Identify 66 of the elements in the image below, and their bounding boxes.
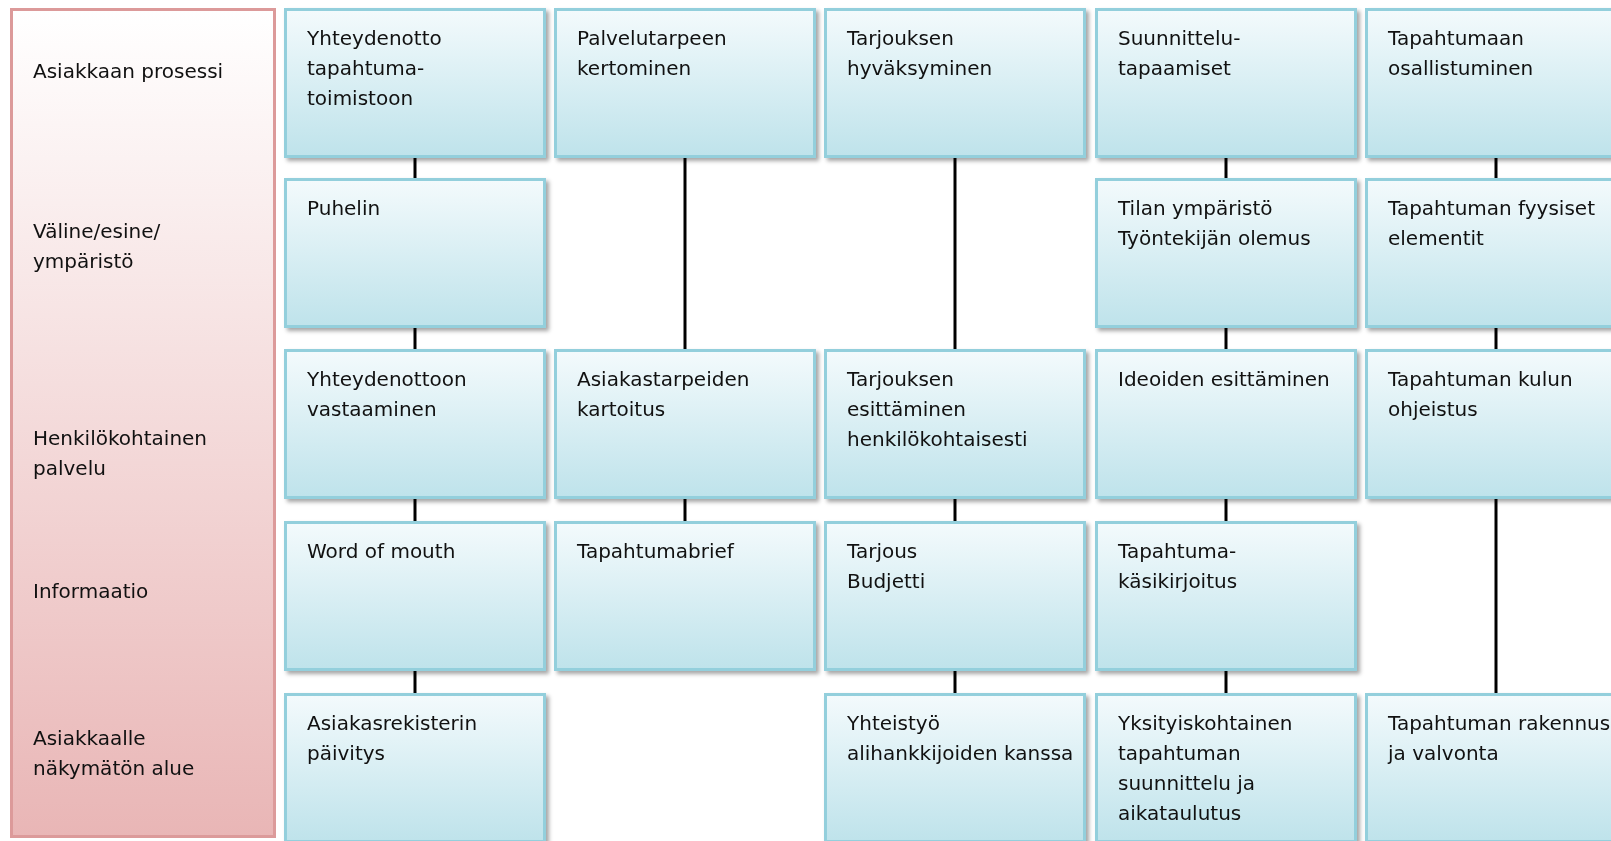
process-box xyxy=(1365,349,1611,499)
row-header-band xyxy=(10,8,276,838)
row-label: Henkilökohtainen palvelu xyxy=(33,425,209,482)
connector-line xyxy=(1494,499,1498,693)
process-box xyxy=(1095,693,1357,841)
process-box xyxy=(824,349,1086,499)
process-box xyxy=(824,521,1086,671)
connector-line xyxy=(1224,158,1228,178)
process-box xyxy=(1365,178,1611,328)
connector-line xyxy=(953,158,957,349)
process-box xyxy=(1095,178,1357,328)
box-label: Word of mouth xyxy=(307,538,456,565)
connector-line xyxy=(413,328,417,349)
process-box xyxy=(284,178,546,328)
process-box xyxy=(1095,8,1357,158)
row-label: Asiakkaalle näkymätön alue xyxy=(33,725,196,782)
connector-line xyxy=(1224,671,1228,693)
row-label: Väline/esine/ ympäristö xyxy=(33,218,162,275)
box-label: Tapahtuman kulun ohjeistus xyxy=(1388,366,1574,423)
process-box xyxy=(1095,521,1357,671)
connector-line xyxy=(683,499,687,521)
box-label: Tarjous xyxy=(847,538,918,565)
box-label: Yhteydenottoon vastaaminen xyxy=(307,366,468,423)
box-label: Tapahtuma- käsikirjoitus xyxy=(1118,538,1239,595)
box-label: Asiakasrekisterin päivitys xyxy=(307,710,479,767)
process-box xyxy=(1365,8,1611,158)
connector-line xyxy=(683,158,687,349)
box-label: Budjetti xyxy=(847,568,926,595)
process-box xyxy=(554,8,816,158)
process-box xyxy=(824,8,1086,158)
process-box xyxy=(284,8,546,158)
connector-line xyxy=(1494,158,1498,178)
box-label: Tilan ympäristö xyxy=(1118,195,1273,222)
row-label: Informaatio xyxy=(33,578,150,605)
connector-line xyxy=(1494,328,1498,349)
connector-line xyxy=(413,158,417,178)
box-label: Suunnittelu- tapaamiset xyxy=(1118,25,1242,82)
connector-line xyxy=(953,499,957,521)
box-label: Asiakastarpeiden kartoitus xyxy=(577,366,751,423)
connector-line xyxy=(413,499,417,521)
process-box xyxy=(1095,349,1357,499)
process-box xyxy=(1365,693,1611,841)
process-box xyxy=(284,693,546,841)
box-label: Yksityiskohtainen tapahtuman suunnittelu ja aikataulutus xyxy=(1118,710,1294,827)
process-box xyxy=(284,521,546,671)
box-label: Tapahtuman rakennus ja valvonta xyxy=(1388,710,1611,767)
process-box xyxy=(554,349,816,499)
process-box xyxy=(554,521,816,671)
connector-line xyxy=(953,671,957,693)
box-label: Tarjouksen esittäminen henkilökohtaisesti xyxy=(847,366,1029,453)
box-label: Ideoiden esittäminen xyxy=(1118,366,1330,393)
box-label: Tarjouksen hyväksyminen xyxy=(847,25,994,82)
process-box xyxy=(284,349,546,499)
box-label: Puhelin xyxy=(307,195,381,222)
box-label: Yhteydenotto tapahtuma- toimistoon xyxy=(307,25,443,112)
connector-line xyxy=(1224,499,1228,521)
process-box xyxy=(824,693,1086,841)
box-label: Työntekijän olemus xyxy=(1118,225,1311,252)
box-label: Tapahtumaan osallistuminen xyxy=(1388,25,1535,82)
connector-line xyxy=(413,671,417,693)
box-label: Tapahtumabrief xyxy=(577,538,734,565)
row-label: Asiakkaan prosessi xyxy=(33,58,225,85)
box-label: Yhteistyö alihankkijoiden kanssa xyxy=(847,710,1075,767)
box-label: Palvelutarpeen kertominen xyxy=(577,25,728,82)
box-label: Tapahtuman fyysiset elementit xyxy=(1388,195,1596,252)
connector-line xyxy=(1224,328,1228,349)
